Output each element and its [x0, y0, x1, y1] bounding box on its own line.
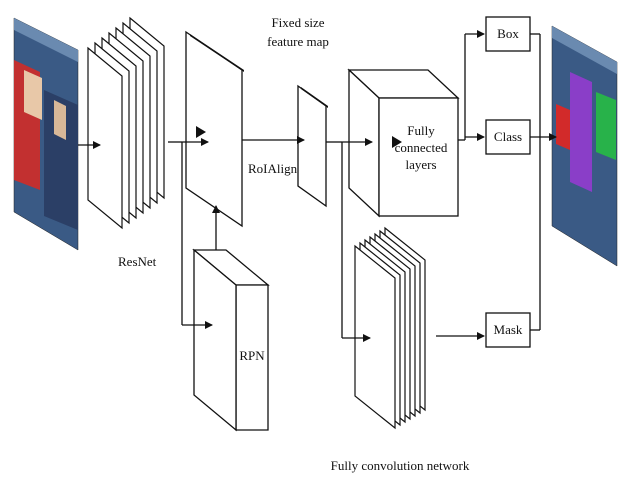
fixed-size-label-line2: feature map — [267, 34, 329, 49]
resnet-layer-stack — [88, 18, 164, 228]
feature-map-plane — [186, 32, 244, 226]
fixed-size-label-line1: Fixed size — [271, 15, 324, 30]
fc-label-line1: Fully — [407, 123, 435, 138]
fcn-layer-stack — [355, 228, 425, 428]
box-label: Box — [497, 26, 519, 41]
fixed-size-feature-map — [298, 86, 328, 206]
mask-label: Mask — [494, 322, 523, 337]
fcn-label: Fully convolution network — [331, 458, 470, 473]
fc-label-line3: layers — [405, 157, 436, 172]
resnet-label: ResNet — [118, 254, 157, 269]
output-image — [552, 26, 617, 266]
fcn-layer-1 — [355, 246, 395, 428]
resnet-layer-1 — [88, 48, 122, 228]
fc-label-line2: connected — [395, 140, 448, 155]
class-label: Class — [494, 129, 522, 144]
input-image — [14, 18, 78, 250]
rpn-label: RPN — [239, 348, 265, 363]
roialign-label: RoIAlign — [248, 161, 298, 176]
rpn-block — [194, 250, 268, 430]
